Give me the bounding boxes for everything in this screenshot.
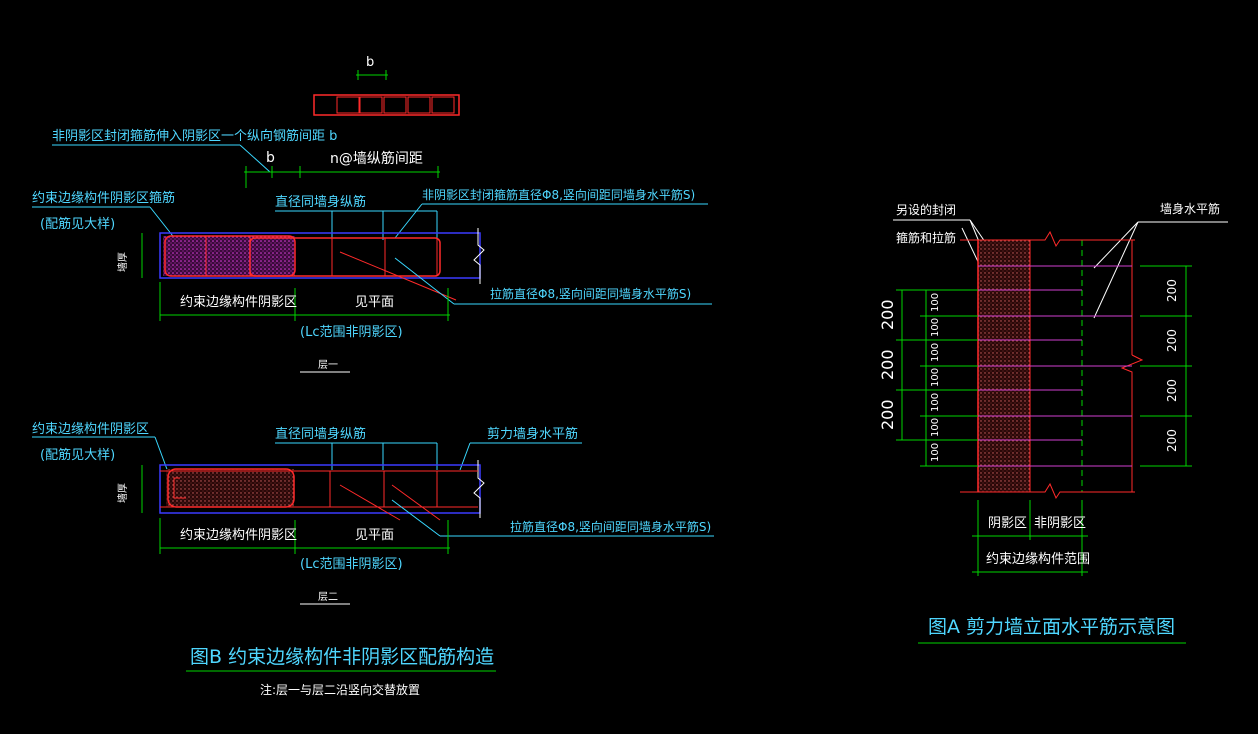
right-dim-200-4: 200	[1165, 429, 1179, 452]
dim-n-spacing: n@墙纵筋间距	[330, 150, 423, 167]
layer2-label-tie: 拉筋直径Φ8,竖向间距同墙身水平筋S)	[510, 519, 711, 534]
layer-2: 约束边缘构件阴影区 (配筋见大样) 直径同墙身纵筋 剪力墙身水平筋	[32, 422, 714, 605]
left-dim-100-6: 100	[930, 418, 941, 437]
label-nonshadow-closed-into-shadow: 非阴影区封闭箍筋伸入阴影区一个纵向钢筋间距 b	[52, 128, 337, 144]
bottom-range: 约束边缘构件范围	[986, 552, 1090, 567]
layer1-dim-lc: (Lc范围非阴影区)	[300, 325, 403, 340]
layer2-label-diameter-same: 直径同墙身纵筋	[275, 426, 366, 442]
right-dim-200-1: 200	[1165, 279, 1179, 302]
layer2-caption: 层二	[318, 591, 338, 603]
figure-a-label-horizontal: 墙身水平筋	[1160, 201, 1220, 216]
left-dim-100-1: 100	[930, 293, 941, 312]
layer1-label-tie: 拉筋直径Φ8,竖向间距同墙身水平筋S)	[490, 286, 691, 301]
bottom-nonshadow: 非阴影区	[1034, 516, 1086, 531]
left-dim-200-1: 200	[878, 299, 897, 330]
layer2-dim-shadow: 约束边缘构件阴影区	[180, 528, 297, 543]
layer2-label-horizontal: 剪力墙身水平筋	[487, 426, 578, 442]
left-dim-200-2: 200	[878, 349, 897, 380]
right-dim-200-2: 200	[1165, 329, 1179, 352]
layer2-dim-lc: (Lc范围非阴影区)	[300, 557, 403, 572]
layer2-dim-see-plan: 见平面	[355, 528, 394, 543]
figure-a-label-closed-line1: 另设的封闭	[896, 202, 956, 217]
layer1-left-label-line2: (配筋见大样)	[40, 216, 115, 232]
figure-b: b 非阴影区封闭箍筋伸入阴影区一个纵向钢筋间距 b b n@墙纵筋间距 约束边缘…	[32, 55, 714, 697]
layer1-dim-shadow: 约束边缘构件阴影区	[180, 295, 297, 310]
layer-1: 约束边缘构件阴影区箍筋 (配筋见大样) 直径同墙身纵筋 非阴影区封闭箍筋直径Φ8…	[32, 187, 712, 373]
left-dim-100-5: 100	[930, 393, 941, 412]
left-dim-100-3: 100	[930, 343, 941, 362]
layer2-left-label-line1: 约束边缘构件阴影区	[32, 422, 149, 437]
figure-a: 另设的封闭 箍筋和拉筋 墙身水平筋	[878, 201, 1228, 644]
layer1-label-closed-hoop: 非阴影区封闭箍筋直径Φ8,竖向间距同墙身水平筋S)	[422, 187, 695, 202]
layer1-caption: 层一	[318, 359, 338, 371]
layer1-dim-see-plan: 见平面	[355, 295, 394, 310]
bottom-shadow: 阴影区	[988, 516, 1027, 531]
figure-b-note: 注:层一与层二沿竖向交替放置	[260, 682, 420, 697]
layer2-wall-thickness: 墙厚	[116, 483, 129, 503]
layer1-left-label-line1: 约束边缘构件阴影区箍筋	[32, 190, 175, 206]
left-dim-100-4: 100	[930, 368, 941, 387]
layer1-label-diameter-same: 直径同墙身纵筋	[275, 194, 366, 210]
layer2-left-label-line2: (配筋见大样)	[40, 447, 115, 463]
dim-b: b	[266, 150, 275, 166]
figure-b-title: 图B 约束边缘构件非阴影区配筋构造	[190, 646, 494, 668]
layer1-wall-thickness: 墙厚	[116, 252, 129, 272]
right-dim-200-3: 200	[1165, 379, 1179, 402]
horizontal-bars	[978, 265, 1132, 467]
top-rebar-sketch: b	[313, 55, 460, 116]
figure-a-label-closed-line2: 箍筋和拉筋	[896, 230, 956, 245]
top-b-label: b	[366, 55, 374, 70]
left-dim-100-7: 100	[930, 443, 941, 462]
left-dim-100-2: 100	[930, 318, 941, 337]
figure-a-title: 图A 剪力墙立面水平筋示意图	[928, 616, 1175, 638]
left-dim-200-3: 200	[878, 399, 897, 430]
